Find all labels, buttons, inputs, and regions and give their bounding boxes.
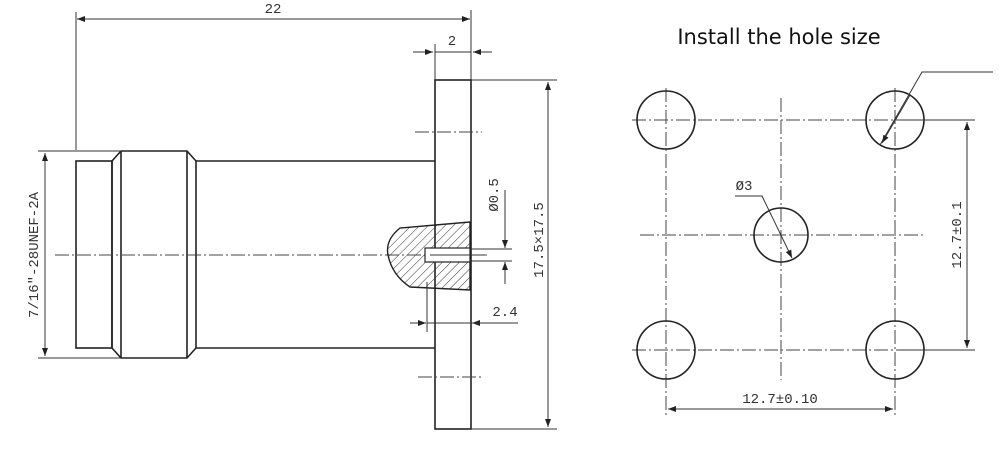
mounting-hole-bottom-left [636, 320, 696, 380]
pin-diameter-label: Ø0.5 [487, 178, 503, 212]
mounting-hole-top-left [636, 90, 696, 150]
vertical-spacing-label: 12.7±0.1 [950, 201, 966, 268]
thread-spec-label: 7/16"-28UNEF-2A [27, 191, 43, 318]
pin-offset-label: 2.4 [492, 305, 517, 321]
center-hole [753, 207, 809, 263]
mounting-hole-pattern: Install the hole size Ø3 12.7±0.1 12.7±0… [632, 25, 993, 415]
flange-size-label: 17.5×17.5 [532, 202, 548, 278]
hole-pattern-title: Install the hole size [677, 25, 880, 49]
connector-body [196, 160, 435, 349]
connector-side-view: 22 2 7/16"-28UNEF-2A Ø0.5 2.4 [27, 2, 557, 430]
flange-thickness-label: 2 [448, 34, 456, 50]
horizontal-spacing-label: 12.7±0.10 [742, 392, 818, 408]
center-hole-diameter-label: Ø3 [736, 179, 753, 195]
overall-length-label: 22 [265, 2, 282, 18]
